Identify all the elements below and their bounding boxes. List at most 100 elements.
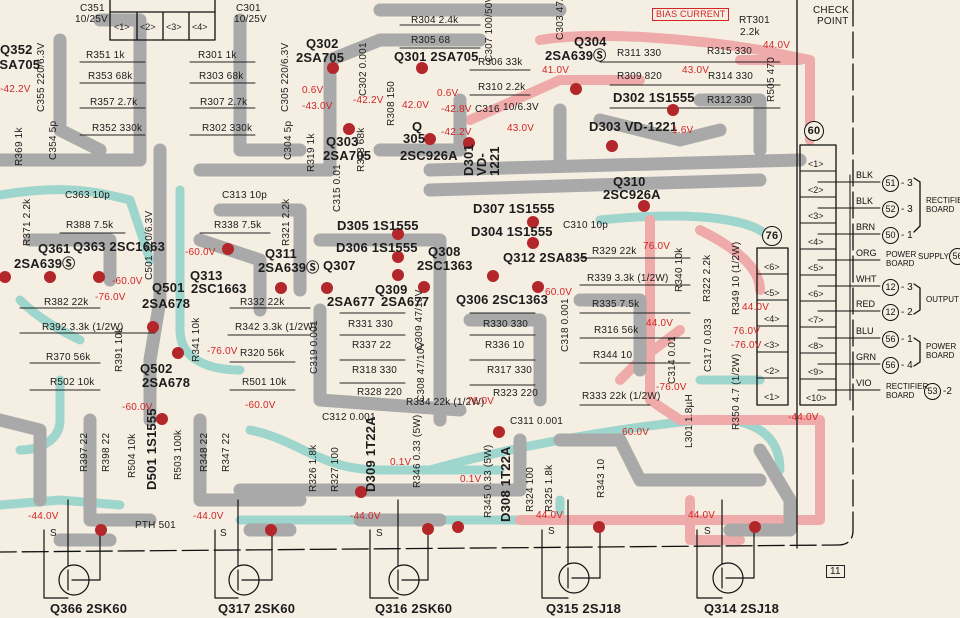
part-label: Q313 [190,268,223,283]
part-label: 2SA639Ⓢ [545,48,607,63]
part-label-vertical: D308 1T22A [498,446,513,522]
part-label: 2SA639Ⓢ [14,256,76,271]
connector-76-pin: <5> [764,288,780,298]
part-label-vertical: C317 0.033 [703,318,714,372]
voltage-reading: -44.0V [350,511,381,522]
group-rectifier-board: RECTIFIER BOARD [926,196,960,214]
connector-60-pin: <9> [808,367,824,377]
wire-destination: 56- 4 [882,357,913,374]
voltage-reading: -60.0V [112,276,143,287]
part-label: 305 [403,131,426,146]
voltage-reading: 0.6V [302,85,324,96]
part-label-vertical: R503 100k [173,429,184,480]
part-label-vertical: C318 0.001 [560,298,571,352]
part-label-vertical: R505 470 [766,57,777,102]
check-point-label-2: POINT [817,16,849,27]
voltage-reading: -42.2V [0,84,31,95]
connector-60-pin: <8> [808,341,824,351]
part-label: Q352 [0,42,33,57]
wire-destination-text: RECTIFIER BOARD [886,382,929,400]
part-label: R303 68k [199,71,244,82]
part-label: Q312 2SA835 [503,250,588,265]
part-label: 2SA639Ⓢ [258,260,320,275]
part-label: R334 22k (1/2W) [406,397,485,408]
part-label: Q363 2SC1663 [73,239,166,254]
part-label: Q366 2SK60 [50,601,128,616]
voltage-reading: 1.6V [672,125,694,136]
connector-60-pin: <4> [808,237,824,247]
part-label-vertical: C355 220/6.3V [36,42,47,112]
part-label: Q501 [152,280,185,295]
part-label: R338 7.5k [214,220,262,231]
voltage-reading: 44.0V [763,40,791,51]
wire-color: BLU [856,326,874,336]
part-label: R339 3.3k (1/2W) [587,273,669,284]
voltage-reading: 42.0V [402,100,430,111]
bias-current-label: BIAS CURRENT [652,8,730,21]
voltage-reading: -76.0V [95,292,126,303]
part-label-vertical: C501 220/6.3V [144,210,155,280]
part-label: R333 22k (1/2W) [582,391,661,402]
voltage-reading: 44.0V [742,302,770,313]
connector-76-pin: <6> [764,262,780,272]
top-connector-pin: <3> [166,22,182,32]
connector-60-pin: <10> [806,393,827,403]
connector-60-pin: <3> [808,211,824,221]
part-label: R320 56k [240,348,285,359]
group-power-board: POWER BOARD [926,342,957,360]
gray-traces [0,3,807,547]
wire-destination: 56- 1 [882,331,913,348]
wire-destination: 51- 3 [882,175,913,192]
voltage-reading: 76.0V [733,326,761,337]
part-label: Q304 [574,34,607,49]
part-label: R304 2.4k [411,15,459,26]
voltage-reading: -42.8V [441,104,472,115]
part-label: R306 33k [478,57,523,68]
part-label-vertical: R397 22 [79,432,90,472]
wire-destination: 12- 2 [882,304,913,321]
part-label: C313 10p [222,190,267,201]
voltage-reading: -44.0V [28,511,59,522]
part-label-vertical: R324 100 [525,467,536,512]
part-label: R337 22 [352,340,392,351]
wire-destination-text: POWER BOARD [886,250,917,268]
part-label: R312 330 [707,95,752,106]
part-label: D304 1S1555 [471,224,553,239]
voltage-reading: -60.0V [122,402,153,413]
part-label: C351 [80,3,105,14]
part-label-vertical: R398 22 [101,432,112,472]
voltage-reading: -42.2V [353,95,384,106]
wire-color: BRN [856,222,876,232]
part-label-vertical: R348 22 [199,432,210,472]
part-label: 2SA677 [327,294,376,309]
part-label: R382 22k [44,297,89,308]
part-label: R302 330k [202,123,253,134]
check-point-label: CHECK [813,5,850,16]
source-pin-label: S [50,528,57,539]
part-label: R353 68k [88,71,133,82]
wire-destination: 12- 3 [882,279,913,296]
part-label: Q502 [140,361,173,376]
part-label-vertical: R345 0.33 (5W) [483,444,494,518]
source-pin-label: S [704,526,711,537]
part-label: Q306 2SC1363 [456,292,549,307]
voltage-reading: 0.1V [460,474,482,485]
voltage-reading: -60.0V [245,400,276,411]
part-label-vertical: R349 10 (1/2W) [731,241,742,315]
part-label-vertical: D301 VD-1221 [461,144,502,176]
part-label-vertical: R325 1.8k [544,464,555,512]
part-label: Q311 [265,246,297,261]
part-label: R305 68 [411,35,451,46]
part-label: D303 VD-1221 [589,119,678,134]
part-label-vertical: R326 1.8k [308,444,319,492]
part-label: 2SC926A [400,148,458,163]
top-connector-pin: <4> [192,22,208,32]
part-label: R342 3.3k (1/2W) [235,322,317,333]
voltage-reading: 60.0V [545,287,573,298]
part-label-vertical: R308 150 [386,81,397,126]
part-label: C316 [475,104,500,115]
part-label: 2SA678 [142,375,191,390]
part-label: 2SC1663 [191,281,247,296]
wire-color: VIO [856,378,872,388]
